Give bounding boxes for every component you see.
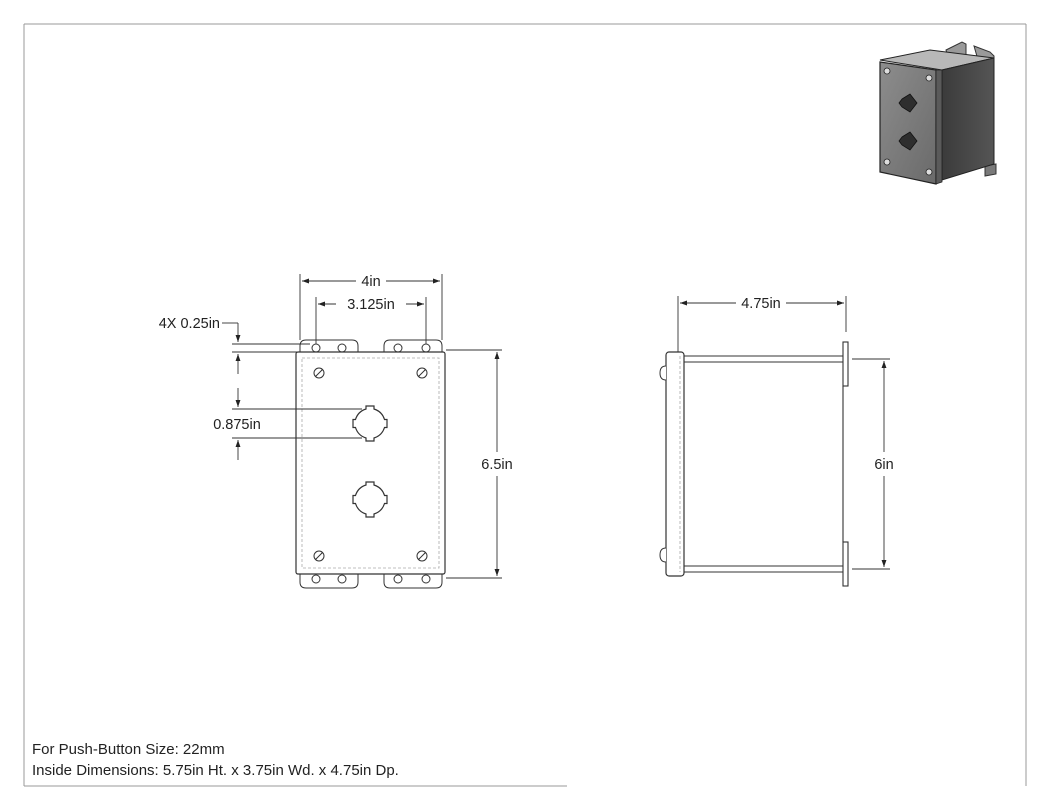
side-body bbox=[684, 355, 843, 573]
dimension-overall-width bbox=[299, 274, 443, 340]
dimension-button-spacing-label: 0.875in bbox=[213, 417, 261, 433]
dimension-overall-height-label: 6.5in bbox=[481, 457, 512, 473]
side-cover bbox=[665, 351, 685, 577]
dimension-mount-spacing bbox=[315, 297, 427, 344]
dimension-overall-height bbox=[446, 349, 502, 579]
isometric-view bbox=[879, 41, 997, 185]
drawing-border bbox=[23, 23, 1027, 787]
dimension-height bbox=[852, 358, 890, 570]
drawing-notes: For Push-Button Size: 22mm Inside Dimens… bbox=[32, 739, 399, 781]
front-view: 4in 3.125in 4X 0.25in 0.875in bbox=[159, 274, 513, 589]
note-pushbutton-size: For Push-Button Size: 22mm bbox=[32, 741, 225, 758]
dimension-height-label: 6in bbox=[874, 457, 893, 473]
mounting-tab-top-left bbox=[299, 339, 359, 353]
mounting-tab-top-right bbox=[383, 339, 443, 353]
dimension-depth-label: 4.75in bbox=[741, 296, 781, 312]
dimension-button-spacing bbox=[232, 388, 362, 460]
pushbutton-hole-upper bbox=[352, 405, 388, 442]
mounting-tab-bottom-right bbox=[383, 572, 443, 589]
mounting-tab-bottom-left bbox=[299, 572, 359, 589]
pushbutton-hole-lower bbox=[352, 481, 388, 518]
enclosure-cover bbox=[295, 351, 446, 575]
dimension-overall-width-label: 4in bbox=[361, 274, 380, 290]
side-view: 4.75in 6in bbox=[659, 296, 894, 587]
dimension-mount-hole bbox=[222, 322, 310, 374]
dimension-depth bbox=[677, 296, 847, 352]
side-back-flange bbox=[842, 341, 849, 587]
note-inside-dimensions: Inside Dimensions: 5.75in Ht. x 3.75in W… bbox=[32, 762, 399, 779]
cover-screw bbox=[313, 367, 428, 562]
dimension-mount-spacing-label: 3.125in bbox=[347, 297, 395, 313]
dimension-mount-hole-label: 4X 0.25in bbox=[159, 316, 220, 332]
